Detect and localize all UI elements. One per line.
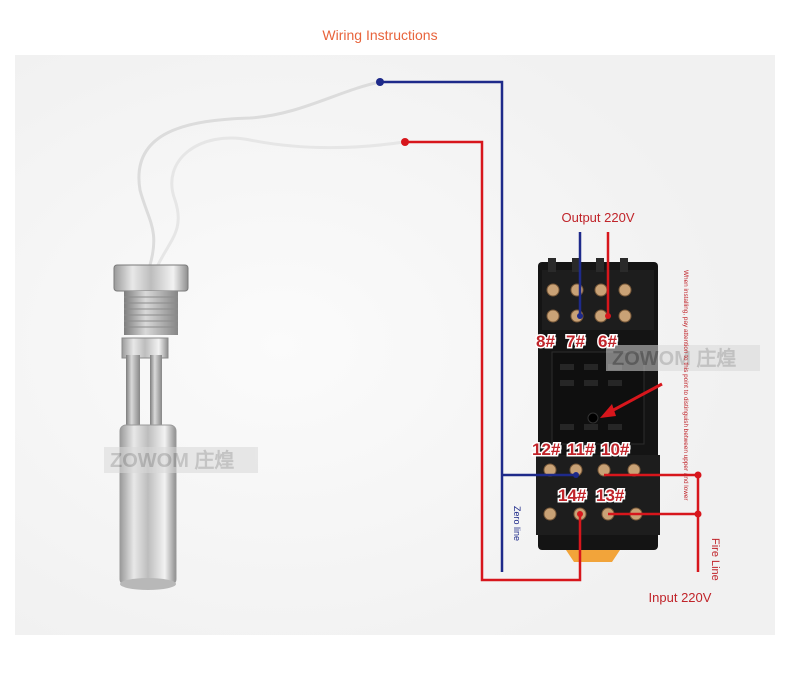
sensor-red-lead-dot bbox=[401, 138, 409, 146]
installation-note: When installing, pay attention to this p… bbox=[682, 270, 689, 501]
diagram-title: Wiring Instructions bbox=[322, 27, 437, 43]
terminal-label-8: 8# bbox=[536, 332, 555, 351]
output-voltage-label: Output 220V bbox=[562, 210, 635, 225]
attention-arrow bbox=[600, 382, 663, 418]
terminal-label-14: 14# bbox=[558, 486, 587, 505]
zero-line-label: Zero line bbox=[512, 506, 522, 541]
terminal-label-7: 7# bbox=[566, 332, 585, 351]
terminal-label-6: 6# bbox=[598, 332, 617, 351]
terminal-14-dot bbox=[577, 511, 583, 517]
brand-watermark-2: ZOWOM 庄煌 bbox=[606, 345, 760, 371]
fire-junction-dot-2 bbox=[694, 510, 702, 518]
fire-junction-dot bbox=[694, 471, 702, 479]
terminal-label-10: 10# bbox=[601, 440, 630, 459]
zero-line-wire bbox=[380, 80, 582, 572]
terminal-label-11: 11# bbox=[567, 440, 595, 459]
svg-text:ZOWOM 庄煌: ZOWOM 庄煌 bbox=[612, 346, 736, 370]
svg-text:ZOWOM 庄煌: ZOWOM 庄煌 bbox=[110, 448, 234, 472]
terminal-11-dot bbox=[573, 472, 579, 478]
terminal-7-dot bbox=[577, 313, 583, 319]
relay-socket-base bbox=[536, 258, 660, 562]
terminal-6-dot bbox=[605, 313, 611, 319]
brand-watermark: ZOWOM 庄煌 bbox=[104, 447, 258, 473]
input-voltage-label: Input 220V bbox=[649, 590, 712, 605]
terminal-label-13: 13# bbox=[596, 486, 625, 505]
sensor-blue-lead-dot bbox=[376, 78, 384, 86]
terminal-label-12: 12# bbox=[532, 440, 561, 459]
fire-line-label: Fire Line bbox=[709, 538, 721, 581]
